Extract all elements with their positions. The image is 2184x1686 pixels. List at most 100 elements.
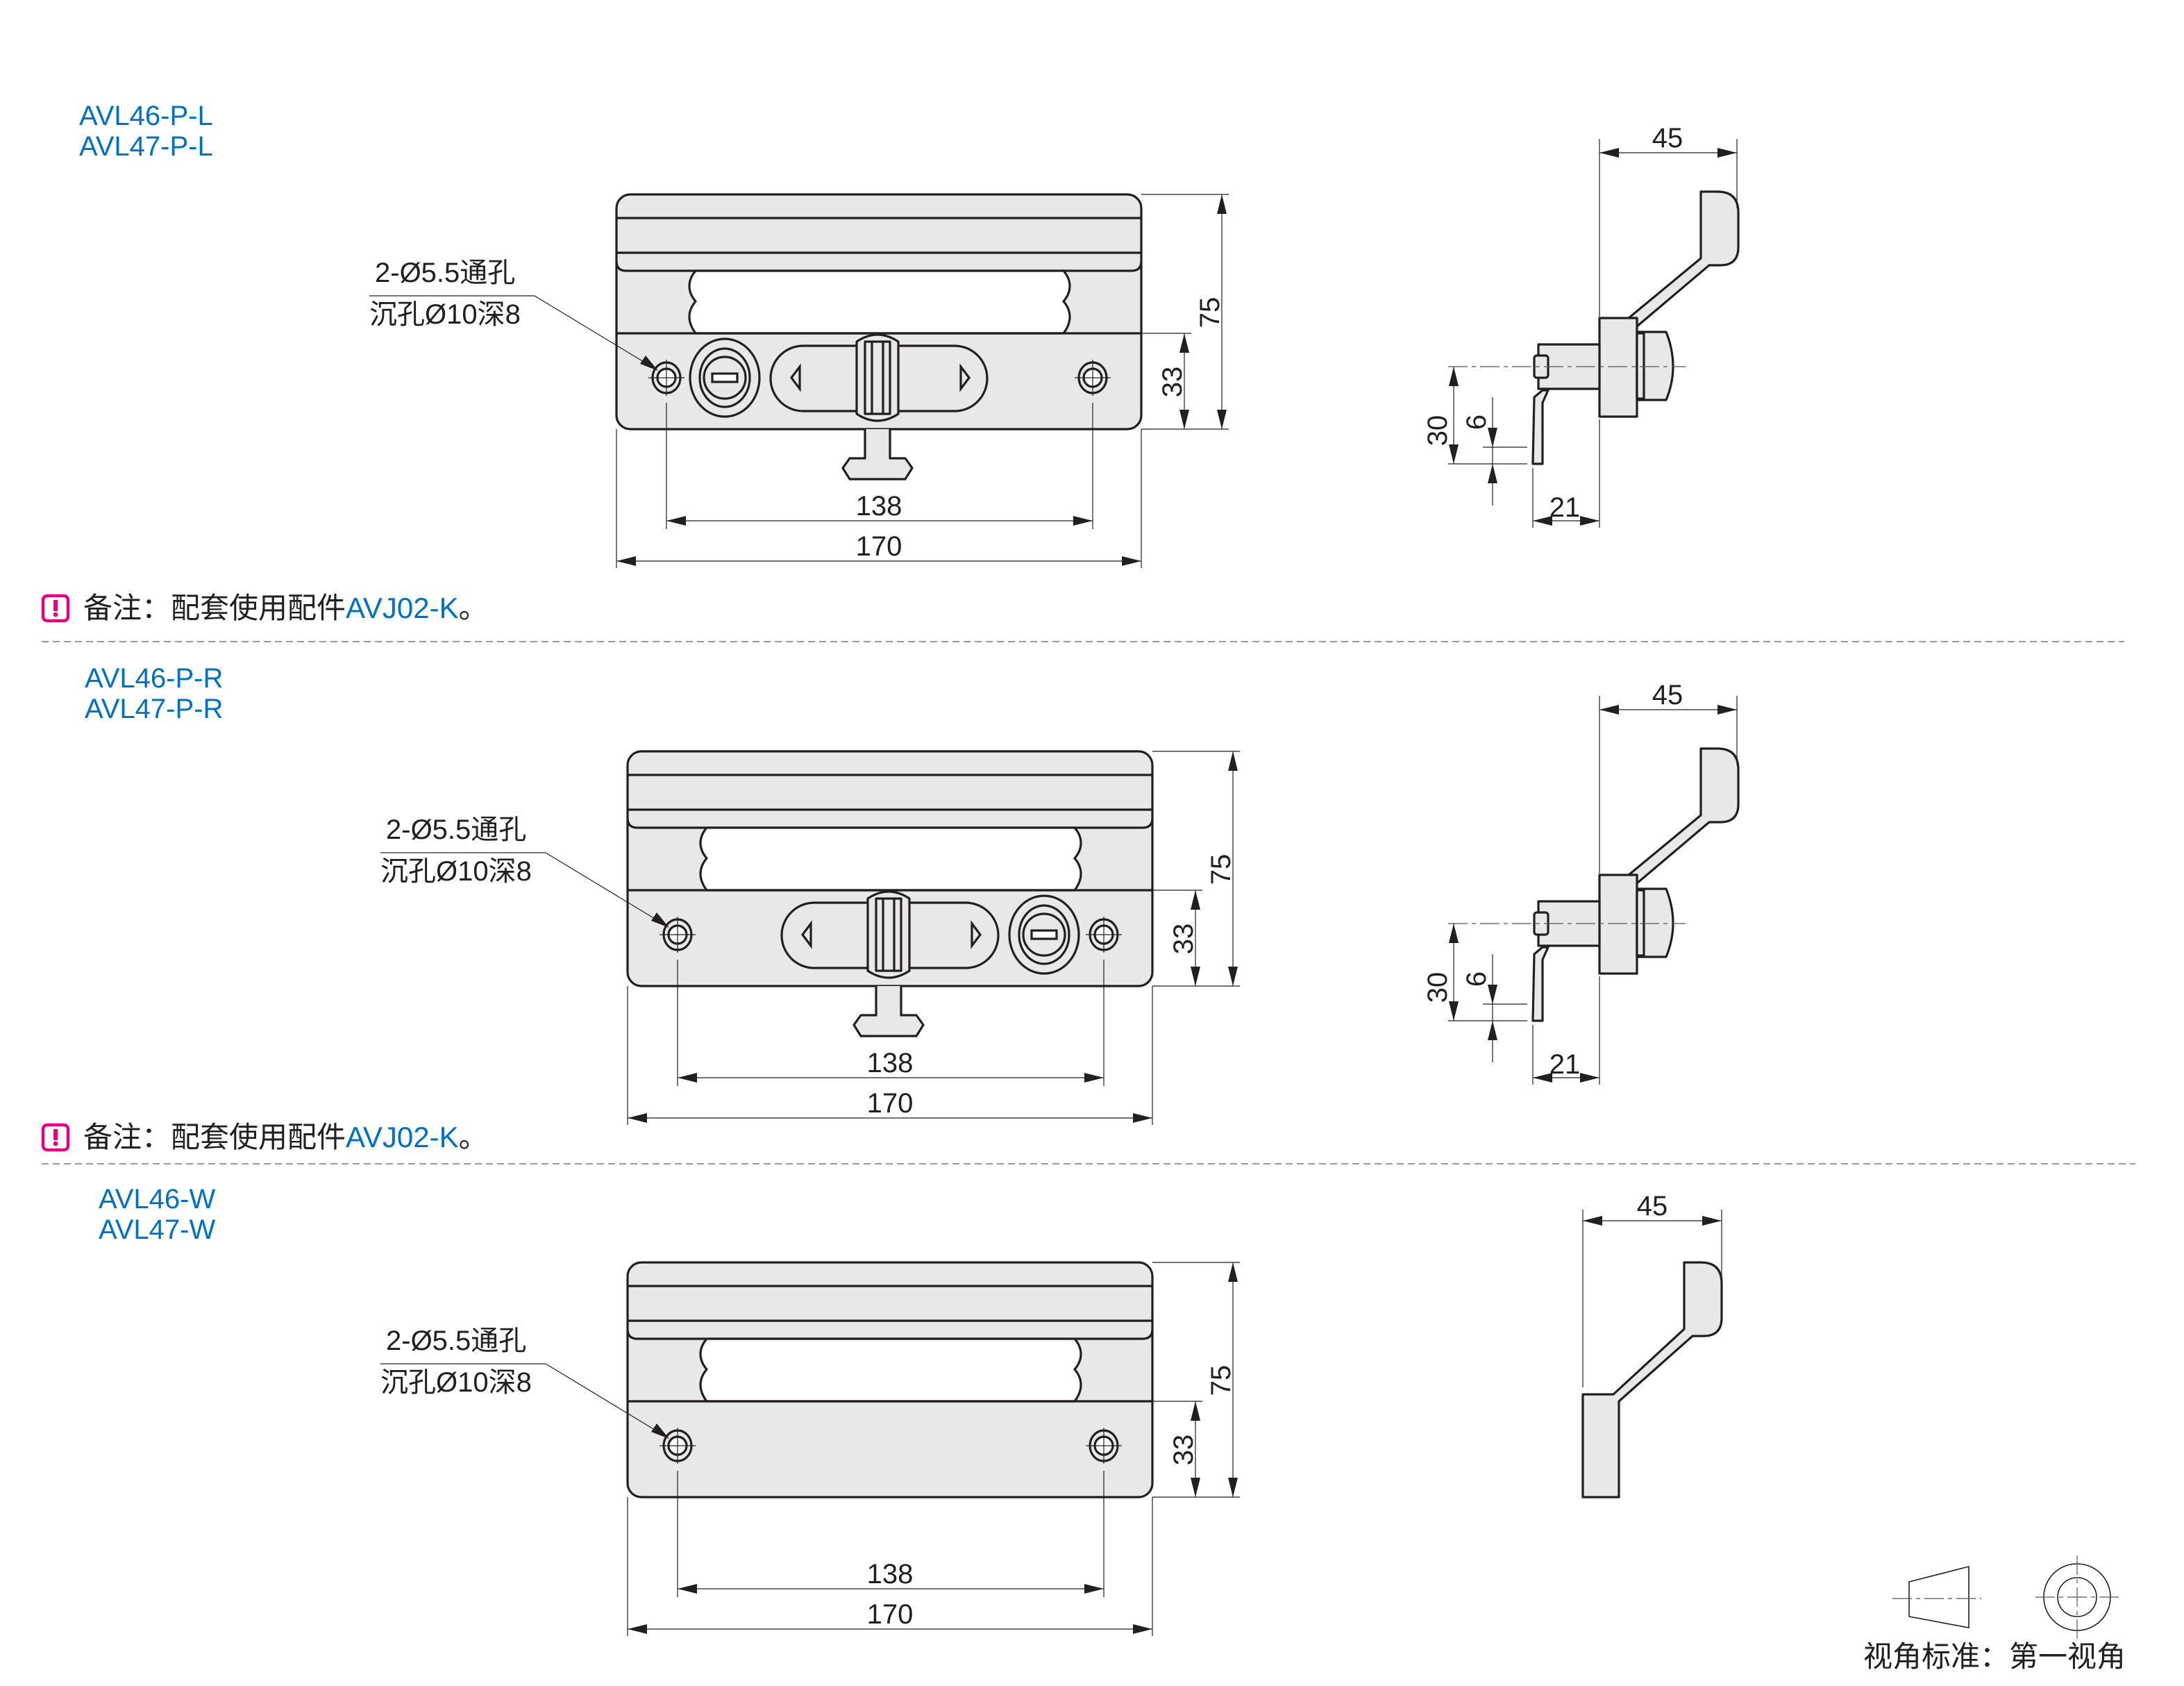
note-suffix: 。 — [459, 1121, 488, 1153]
dimension-arrow — [628, 1113, 647, 1123]
depth-dim-label: 45 — [1637, 1191, 1668, 1221]
cam-distance-dim-label: 21 — [1549, 492, 1581, 523]
dimension-arrow — [1217, 410, 1227, 429]
thumb-knob — [1636, 331, 1674, 401]
dimension-arrow — [1533, 516, 1552, 526]
part-number: AVJ02-K — [346, 1121, 459, 1153]
left-arrow-icon — [801, 920, 812, 949]
dimension-arrow — [1228, 967, 1238, 986]
hole-note-line-1: 2-Ø5.5通孔 — [386, 815, 526, 845]
first-angle-projection-symbol: 视角标准：第一视角 — [1863, 1555, 2126, 1673]
mounting-hole — [1075, 360, 1111, 396]
grip-window — [688, 269, 1071, 335]
dimension-arrow — [1580, 516, 1599, 526]
dimension-arrow — [1191, 967, 1200, 986]
model-label: AVL46-W — [99, 1184, 215, 1215]
note-prefix: 备注：配套使用配件 — [83, 1121, 346, 1153]
dimension-arrow — [628, 1624, 647, 1634]
hole-pitch-dim-label: 138 — [867, 1048, 914, 1078]
slider-button — [769, 333, 989, 422]
model-label: AVL47-P-R — [85, 694, 223, 724]
leader-line — [545, 852, 666, 926]
hole-note-line-2: 沉孔Ø10深8 — [380, 1367, 532, 1398]
dimension-arrow — [1179, 410, 1189, 429]
note: 备注：配套使用配件AVJ02-K。 — [41, 1121, 488, 1153]
dimension-arrow — [1580, 1073, 1599, 1083]
height-dim-label: 75 — [1206, 854, 1236, 885]
dimension-arrow — [666, 516, 686, 526]
hole-pitch-dim-label: 138 — [856, 491, 902, 521]
model-label: AVL47-W — [99, 1215, 215, 1245]
lower-height-dim-label: 33 — [1157, 367, 1188, 398]
cam — [1531, 946, 1549, 1022]
leader-line — [545, 1363, 666, 1437]
dimension-arrow — [1599, 705, 1619, 715]
lower-height-dim-label: 33 — [1168, 1435, 1199, 1466]
leader-line — [534, 295, 655, 369]
height-dim-label: 75 — [1206, 1365, 1236, 1396]
hole-note-line-1: 2-Ø5.5通孔 — [386, 1326, 526, 1356]
key-slot — [711, 372, 739, 383]
side-view: 45 — [1581, 1191, 1723, 1499]
cam-offset-dim-label: 30 — [1422, 415, 1453, 446]
dimension-arrow — [1122, 556, 1141, 566]
right-arrow-icon — [971, 920, 982, 949]
mounting-hole — [660, 917, 696, 953]
left-arrow-icon — [790, 363, 801, 392]
depth-dim-label: 45 — [1652, 123, 1683, 153]
cam-width-dim-label: 6 — [1461, 971, 1492, 987]
note-prefix: 备注：配套使用配件 — [83, 592, 346, 624]
grip-window — [699, 826, 1082, 892]
cam-stem — [841, 429, 914, 481]
slider-button — [780, 890, 1000, 979]
dimension-arrow — [1217, 194, 1227, 214]
cam-stem — [852, 986, 925, 1037]
mounting-hole — [660, 1428, 696, 1464]
dimension-arrow — [1449, 367, 1459, 386]
key-cylinder — [1008, 894, 1080, 975]
hole-note-line-1: 2-Ø5.5通孔 — [375, 258, 515, 288]
dimension-arrow — [1488, 428, 1497, 447]
dimension-arrow — [616, 556, 636, 566]
cam-distance-dim-label: 21 — [1549, 1049, 1581, 1080]
projection-label: 视角标准：第一视角 — [1863, 1640, 2126, 1673]
dimension-arrow — [678, 1584, 697, 1594]
dimension-arrow — [1488, 1021, 1497, 1040]
mounting-hole — [1086, 1428, 1122, 1464]
height-dim-label: 75 — [1195, 297, 1225, 328]
dimension-arrow — [1133, 1624, 1152, 1634]
model-label: AVL46-P-L — [79, 101, 213, 131]
latch-body — [626, 1261, 1154, 1499]
dimension-arrow — [1228, 1478, 1238, 1497]
dimension-arrow — [1488, 464, 1497, 483]
hole-pitch-dim-label: 138 — [867, 1559, 914, 1589]
dimension-arrow — [1191, 890, 1200, 910]
depth-dim-label: 45 — [1652, 680, 1683, 710]
dimension-arrow — [678, 1073, 697, 1083]
model-label: AVL47-P-L — [79, 131, 213, 162]
width-dim-label: 170 — [867, 1599, 914, 1630]
mounting-hole — [648, 360, 684, 396]
cam-width-dim-label: 6 — [1461, 415, 1492, 430]
width-dim-label: 170 — [867, 1088, 914, 1119]
model-label: AVL46-P-R — [85, 663, 223, 694]
frustum-icon — [1908, 1565, 1969, 1628]
lever-handle — [1627, 190, 1740, 328]
note-suffix: 。 — [459, 592, 488, 624]
lever-handle — [1581, 1261, 1723, 1499]
dimension-arrow — [1133, 1113, 1152, 1123]
dimension-arrow — [1228, 1262, 1238, 1282]
note-text: 备注：配套使用配件AVJ02-K。 — [83, 592, 488, 624]
dimension-arrow — [1191, 1401, 1200, 1421]
dimension-arrow — [1179, 333, 1189, 353]
dimension-arrow — [1717, 148, 1737, 158]
dimension-arrow — [1449, 1001, 1459, 1021]
side-view: 30 6 21 45 — [1422, 123, 1740, 528]
dimension-arrow — [1717, 705, 1737, 715]
